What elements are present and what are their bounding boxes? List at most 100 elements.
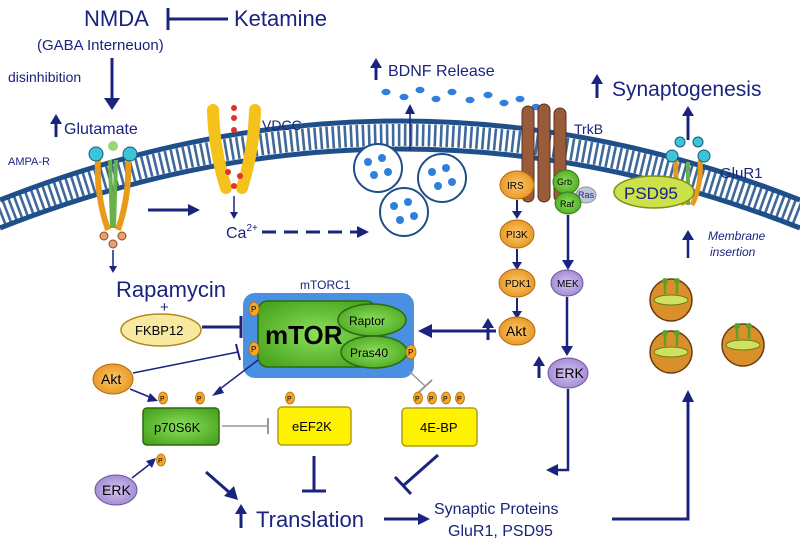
translation-to-proteins-arrow <box>384 513 430 525</box>
glutamate-label: Glutamate <box>64 121 138 138</box>
calcium-label: Ca2+ <box>226 223 258 242</box>
svg-text:P: P <box>287 396 292 403</box>
irs-to-pi3k-arrow <box>512 200 522 219</box>
pdk1-to-akt-arrow <box>512 298 522 319</box>
svg-text:P: P <box>457 396 462 403</box>
fkbp12-label: FKBP12 <box>135 323 183 338</box>
insertion-label: insertion <box>710 245 756 259</box>
membrane-insertion-arrow <box>682 230 694 258</box>
svg-text:P: P <box>443 396 448 403</box>
svg-text:P: P <box>160 396 165 403</box>
bdnf-release-label: BDNF Release <box>388 63 495 80</box>
erk-trk-node <box>547 357 589 389</box>
glur1-receptor-label: GluR1 <box>720 165 763 182</box>
ampa-label: AMPA-R <box>8 156 50 168</box>
calcium-dashed-arrow <box>262 226 369 238</box>
akt-left-node <box>92 363 134 395</box>
mtor-inhibits-4ebp <box>409 371 433 394</box>
membrane-label: Membrane <box>708 229 766 243</box>
akt-trk-label: Akt <box>506 323 526 339</box>
nmda-label: NMDA <box>84 6 149 31</box>
mtor-label: mTOR <box>265 320 343 350</box>
p70s6k-phospho-sites: P P P <box>156 391 205 467</box>
fourebp-phospho-sites: P P P P <box>413 391 465 405</box>
pras40-label: Pras40 <box>350 346 388 360</box>
ketamine-inhibition-arrow <box>166 8 228 30</box>
bdnf-release-arrow <box>405 104 415 150</box>
synaptogenesis-arrow <box>682 106 694 140</box>
akt-to-mtor-inhibition <box>132 343 241 374</box>
fkbp12-node <box>120 313 202 347</box>
eef2k-phospho-site: P <box>285 391 295 405</box>
akt-trk-node <box>498 316 536 346</box>
irs-label: IRS <box>507 181 524 192</box>
disinhibition-label: disinhibition <box>8 69 81 85</box>
plus-label: + <box>160 299 169 316</box>
pi3k-label: PI3K <box>506 230 528 241</box>
eef2k-inhibits-translation <box>302 456 326 493</box>
ampa-to-vdcc-arrow <box>148 204 200 216</box>
raf-to-mek-arrow <box>562 215 574 270</box>
synaptogenesis-label: Synaptogenesis <box>612 78 761 101</box>
p70s6k-inhibits-eef2k <box>222 418 269 434</box>
p70s6k-to-translation-arrow <box>205 470 238 500</box>
svg-text:P: P <box>415 396 420 403</box>
pdk1-label: PDK1 <box>505 279 532 290</box>
vdcc-channel <box>207 104 261 219</box>
pdk1-node <box>498 268 536 298</box>
fourebp-box <box>401 407 478 447</box>
p70s6k-box <box>142 407 220 446</box>
akt-to-mtor-arrow <box>418 324 496 338</box>
svg-text:P: P <box>251 345 256 354</box>
synaptic-proteins-list: GluR1, PSD95 <box>448 523 553 540</box>
vdcc-label: VDCC <box>262 117 302 133</box>
erk-to-p70s6k-arrow <box>131 458 156 479</box>
akt-left-label: Akt <box>101 371 121 387</box>
mek-label: MEK <box>557 279 579 290</box>
pi3k-to-pdk1-arrow <box>512 249 522 270</box>
mek-to-erk-arrow <box>561 297 573 356</box>
up-arrow-icon <box>370 58 382 80</box>
up-arrow-icon <box>235 504 247 528</box>
mtorc1-label: mTORC1 <box>300 278 351 292</box>
raptor-label: Raptor <box>349 314 385 328</box>
erk-trk-label: ERK <box>555 365 584 381</box>
raf-node <box>554 191 582 215</box>
svg-text:P: P <box>251 305 256 314</box>
mtor-to-p70s6k-arrow <box>212 359 259 396</box>
fkbp12-inhibition <box>202 316 243 338</box>
up-arrow-icon <box>50 114 62 137</box>
eef2k-box <box>277 406 352 446</box>
bdnf-vesicles <box>353 143 467 237</box>
grb-label: Grb <box>557 177 572 187</box>
erk-left-node <box>94 474 138 506</box>
up-arrow-icon <box>591 74 603 98</box>
erk-to-synaptic-proteins-arrow <box>546 389 570 476</box>
erk-left-label: ERK <box>102 482 131 498</box>
ampa-receptor <box>88 141 138 273</box>
psd95-receptor-label: PSD95 <box>624 184 678 203</box>
psd95-ellipse <box>613 175 695 209</box>
mtor-phospho-sites: P P P <box>248 301 417 360</box>
disinhibition-arrow <box>104 58 120 110</box>
ras-label: Ras <box>578 190 595 200</box>
svg-text:P: P <box>158 458 163 465</box>
svg-text:P: P <box>197 396 202 403</box>
up-arrow-icon <box>533 356 545 378</box>
irs-node <box>499 170 535 200</box>
synaptic-proteins-label: Synaptic Proteins <box>434 501 559 518</box>
rapamycin-label: Rapamycin <box>116 277 226 302</box>
pi3k-node <box>499 219 535 249</box>
up-arrow-icon <box>482 318 494 340</box>
translation-label: Translation <box>256 507 364 532</box>
proteins-to-vesicles-arrow <box>612 390 694 521</box>
bdnf-particles <box>381 86 541 111</box>
eef2k-label: eEF2K <box>292 419 332 434</box>
fourebp-inhibits-translation <box>393 453 439 496</box>
akt-to-p70s6k-arrow <box>129 388 158 402</box>
receptor-vesicles <box>649 278 765 374</box>
interneuron-label: (GABA Interneuon) <box>37 37 164 54</box>
svg-text:P: P <box>408 348 413 357</box>
svg-text:P: P <box>429 396 434 403</box>
